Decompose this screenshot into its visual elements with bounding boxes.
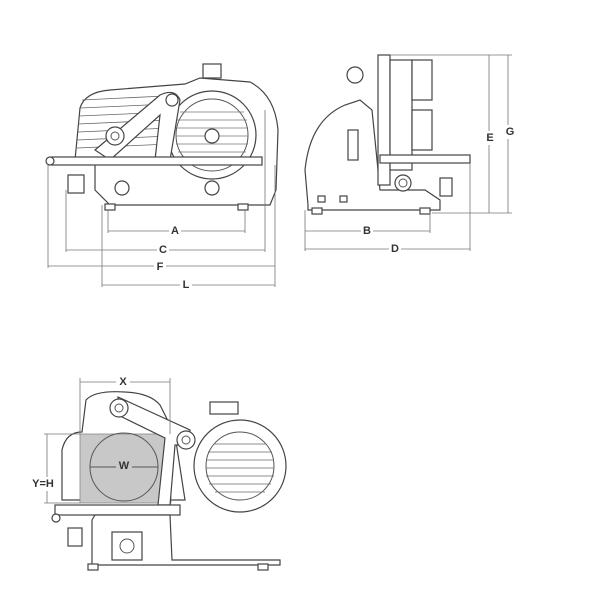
dimension-label-x: X xyxy=(119,376,127,388)
side-view: A C F L xyxy=(45,63,279,292)
dimension-label-l: L xyxy=(183,279,190,291)
dimension-label-y-h: Y=H xyxy=(32,478,54,490)
dimension-label-w: W xyxy=(119,460,130,472)
dimension-label-e: E xyxy=(486,132,493,144)
dimension-label-c: C xyxy=(159,244,167,256)
front-view: B D E G xyxy=(304,54,517,256)
dimension-label-g: G xyxy=(506,126,515,138)
dimension-label-a: A xyxy=(171,225,179,237)
dimension-label-f: F xyxy=(157,261,164,273)
dimension-label-d: D xyxy=(391,243,399,255)
capacity-view: X Y=H W xyxy=(30,375,287,571)
dimension-label-b: B xyxy=(363,225,371,237)
